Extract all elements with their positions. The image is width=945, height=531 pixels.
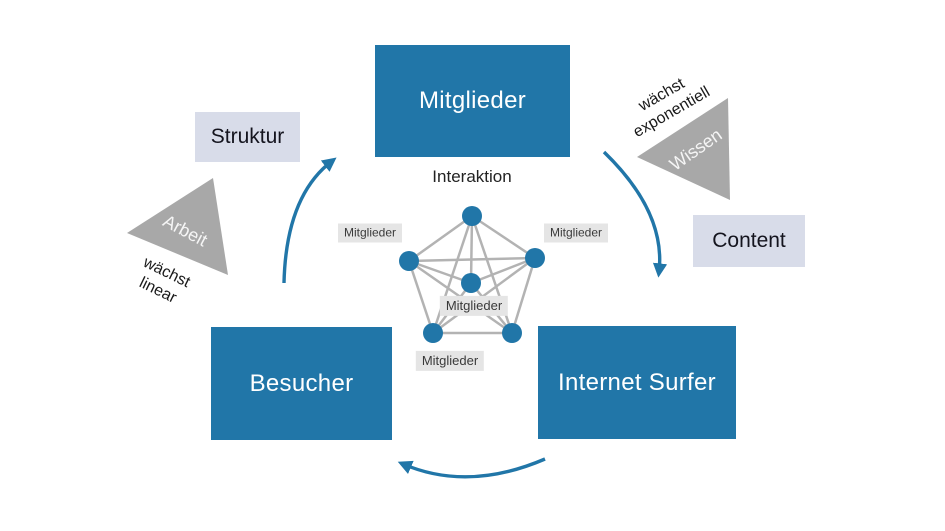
network-node-label-bottom: Mitglieder <box>415 350 485 372</box>
besucher-box: Besucher <box>211 327 392 440</box>
arrow-surfer-to-besucher <box>397 457 546 479</box>
mitglieder-box-label: Mitglieder <box>418 87 527 114</box>
wissen-triangle <box>637 98 730 200</box>
internet-surfer-box-label: Internet Surfer <box>558 368 716 396</box>
struktur-tag-label: Struktur <box>210 125 285 148</box>
interaktion-label: Interaktion <box>432 167 512 186</box>
arrow-mitglieder-to-surfer <box>602 150 668 278</box>
network-node-label-left: Mitglieder <box>337 223 403 243</box>
member-node <box>399 251 419 271</box>
content-tag: Content <box>693 215 805 267</box>
member-node <box>525 248 545 268</box>
arrow-besucher-to-mitglieder <box>282 157 337 284</box>
mitglieder-box: Mitglieder <box>375 45 570 157</box>
besucher-box-label: Besucher <box>249 369 354 397</box>
network-node-label-right: Mitglieder <box>543 223 609 243</box>
member-node <box>502 323 522 343</box>
content-tag-label: Content <box>712 229 786 252</box>
member-node <box>423 323 443 343</box>
member-node <box>462 206 482 226</box>
network-nodes <box>399 206 545 343</box>
struktur-tag: Struktur <box>195 112 300 162</box>
member-node <box>461 273 481 293</box>
arbeit-triangle <box>127 178 228 275</box>
network-node-label-center: Mitglieder <box>439 295 509 317</box>
internet-surfer-box: Internet Surfer <box>538 326 736 439</box>
